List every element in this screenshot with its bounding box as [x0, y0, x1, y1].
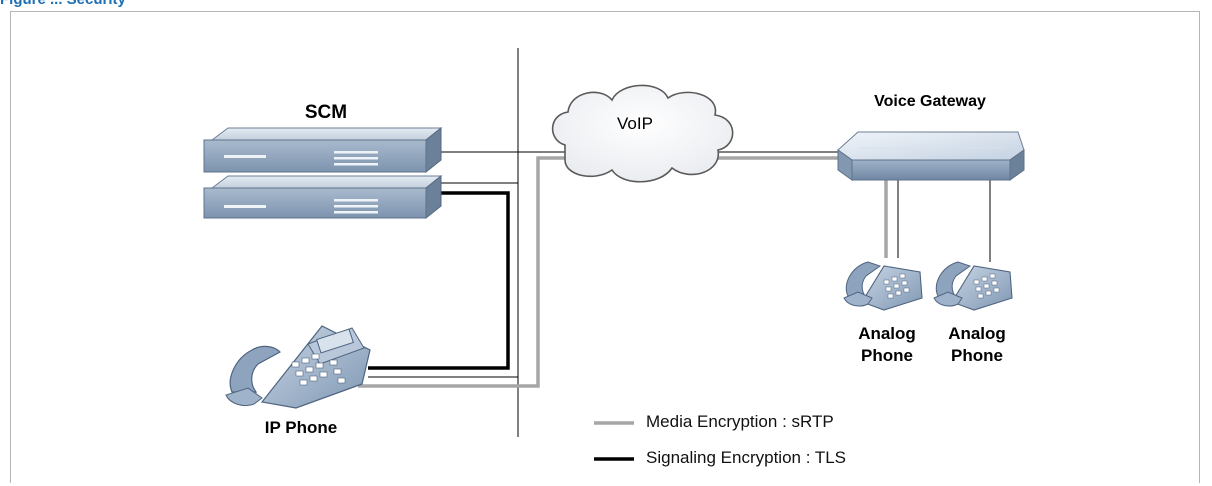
analog-phone-2-device [933, 261, 1013, 311]
analog-phone-1-label-line2: Phone [861, 346, 913, 365]
analog-phone-2-label: Analog Phone [940, 323, 1014, 367]
legend-media-label: Media Encryption : sRTP [646, 412, 834, 431]
ip-phone-label: IP Phone [264, 418, 338, 437]
scm-server-bottom [203, 174, 443, 220]
voice-gateway-device [837, 131, 1025, 181]
analog-phone-1-label: Analog Phone [850, 323, 924, 367]
ip-phone-device [225, 325, 371, 409]
signaling-path [368, 191, 510, 370]
voice-gateway-label: Voice Gateway [874, 93, 986, 110]
voip-cloud [551, 84, 734, 183]
media-path [358, 156, 888, 388]
legend-signaling-label: Signaling Encryption : TLS [646, 448, 847, 467]
diagram-frame [10, 11, 1200, 483]
figure-caption-strip: Figure ... Security [0, 0, 1212, 10]
analog-phone-2-label-line1: Analog [948, 324, 1006, 343]
scm-label: SCM [304, 102, 348, 123]
figure-caption: Figure ... Security [0, 0, 126, 8]
analog-phone-1-device [843, 261, 923, 311]
analog-phone-2-label-line2: Phone [951, 346, 1003, 365]
voip-label: VoIP [617, 114, 653, 133]
analog-phone-1-label-line1: Analog [858, 324, 916, 343]
scm-server-top [203, 126, 443, 174]
